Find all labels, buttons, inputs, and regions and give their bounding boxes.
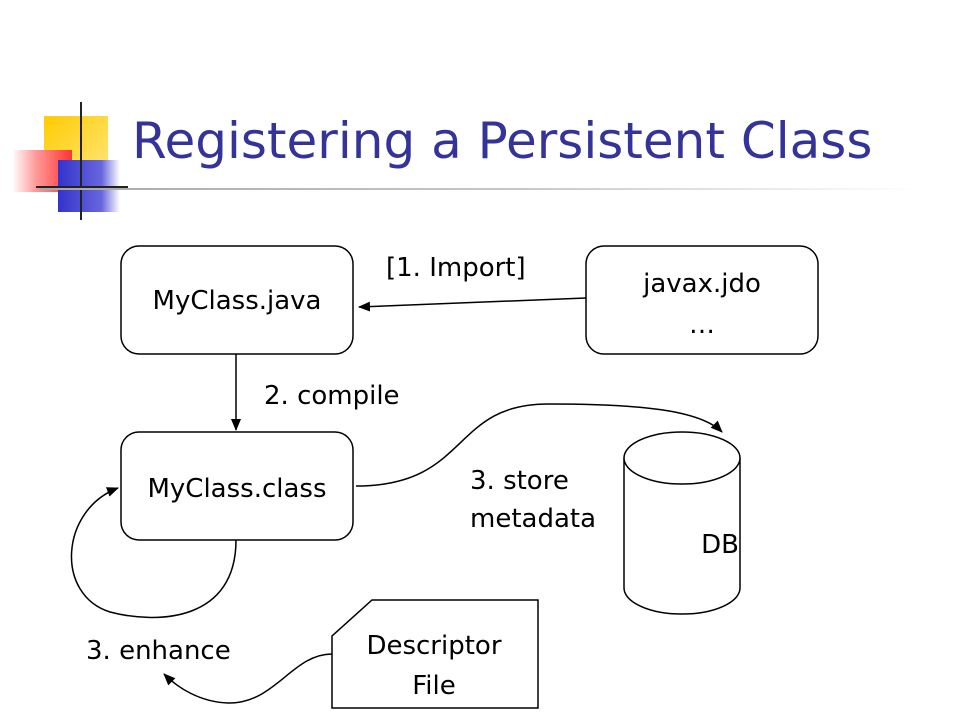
node-myclass-java: MyClass.java	[120, 245, 354, 355]
node-descriptor-file: Descriptor File	[331, 599, 539, 709]
slide-title: Registering a Persistent Class	[132, 112, 873, 170]
edge-store-label-2: metadata	[470, 504, 596, 534]
decor-horizontal-line	[36, 186, 128, 188]
edge-store-label-1: 3. store	[470, 466, 569, 496]
node-myclass-class-label: MyClass.class	[147, 474, 326, 504]
node-myclass-java-label: MyClass.java	[153, 286, 322, 316]
edge-store-metadata: 3. store metadata	[355, 403, 723, 534]
node-javax-jdo: javax.jdo …	[585, 245, 819, 355]
node-javax-jdo-label-1: javax.jdo	[642, 269, 761, 299]
decor-vertical-line	[80, 102, 82, 220]
node-db-label: DB	[701, 530, 739, 560]
edge-enhance-label: 3. enhance	[86, 636, 231, 666]
edge-compile: 2. compile	[231, 354, 400, 431]
node-javax-jdo-label-2: …	[689, 310, 715, 340]
edge-compile-label: 2. compile	[264, 381, 400, 411]
edge-import: [1. Import]	[358, 253, 587, 312]
node-descriptor-label-2: File	[412, 671, 456, 701]
edge-import-label: [1. Import]	[386, 253, 526, 283]
node-descriptor-label-1: Descriptor	[366, 631, 501, 661]
node-db: DB	[623, 431, 741, 615]
title-rule	[40, 188, 920, 190]
edge-enhance-loop: 3. enhance	[70, 487, 237, 666]
node-myclass-class: MyClass.class	[120, 431, 354, 541]
edge-descriptor-enhance	[163, 653, 333, 704]
